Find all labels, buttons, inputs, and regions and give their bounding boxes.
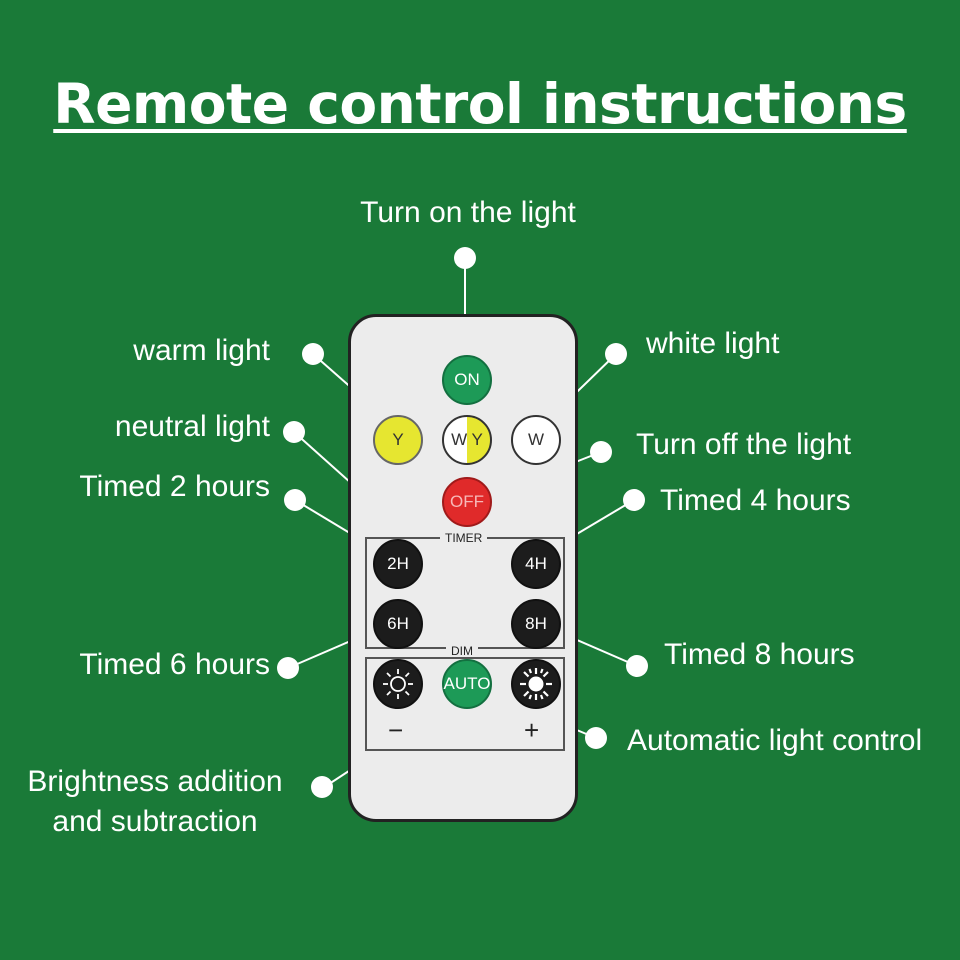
pointer-dot: [623, 489, 645, 511]
pointer-dot: [283, 421, 305, 443]
pointer-dot: [454, 247, 476, 269]
page-title: Remote control instructions: [53, 72, 907, 136]
plus-sign: +: [524, 715, 540, 745]
label-neutral-light: neutral light: [114, 410, 270, 443]
minus-sign: −: [388, 715, 404, 745]
pointer-dot: [585, 727, 607, 749]
warm-light-button[interactable]: Y: [373, 415, 423, 465]
on-button[interactable]: ON: [442, 355, 492, 405]
label-timed-8: Timed 8 hours: [664, 638, 855, 671]
label-timed-2: Timed 2 hours: [79, 470, 270, 503]
label-brightness-line2: and subtraction: [52, 805, 258, 838]
dim-panel: [365, 657, 565, 751]
label-automatic: Automatic light control: [627, 724, 923, 757]
pointer-dot: [277, 657, 299, 679]
pointer-dot: [284, 489, 306, 511]
label-white-light: white light: [646, 327, 780, 360]
off-button[interactable]: OFF: [442, 477, 492, 527]
pointer-dot: [626, 655, 648, 677]
timer-4h-button[interactable]: 4H: [511, 539, 561, 589]
dim-plus-button[interactable]: [511, 659, 561, 709]
dim-minus-button[interactable]: [373, 659, 423, 709]
white-light-button[interactable]: W: [511, 415, 561, 465]
label-warm-light: warm light: [133, 334, 270, 367]
label-turn-off: Turn off the light: [636, 428, 852, 461]
sun-dim-icon: [383, 669, 413, 699]
neutral-light-button[interactable]: W Y: [442, 415, 492, 465]
label-brightness-line1: Brightness addition: [27, 765, 283, 798]
label-timed-6: Timed 6 hours: [79, 648, 270, 681]
pointer-dot: [605, 343, 627, 365]
label-timed-4: Timed 4 hours: [660, 484, 851, 517]
pointer-dot: [590, 441, 612, 463]
timer-panel-title: TIMER: [440, 532, 488, 544]
timer-6h-button[interactable]: 6H: [373, 599, 423, 649]
pointer-dot: [302, 343, 324, 365]
auto-button[interactable]: AUTO: [442, 659, 492, 709]
dim-panel-title: DIM: [446, 645, 478, 657]
pointer-dot: [311, 776, 333, 798]
sun-bright-icon: [520, 668, 552, 700]
remote-control: ON Y W Y W OFF TIMER 2H 4H 6H 8H DIM AUT…: [348, 314, 578, 822]
timer-8h-button[interactable]: 8H: [511, 599, 561, 649]
timer-2h-button[interactable]: 2H: [373, 539, 423, 589]
label-brightness: Brightness addition and subtraction: [10, 762, 300, 842]
label-turn-on: Turn on the light: [360, 196, 576, 229]
